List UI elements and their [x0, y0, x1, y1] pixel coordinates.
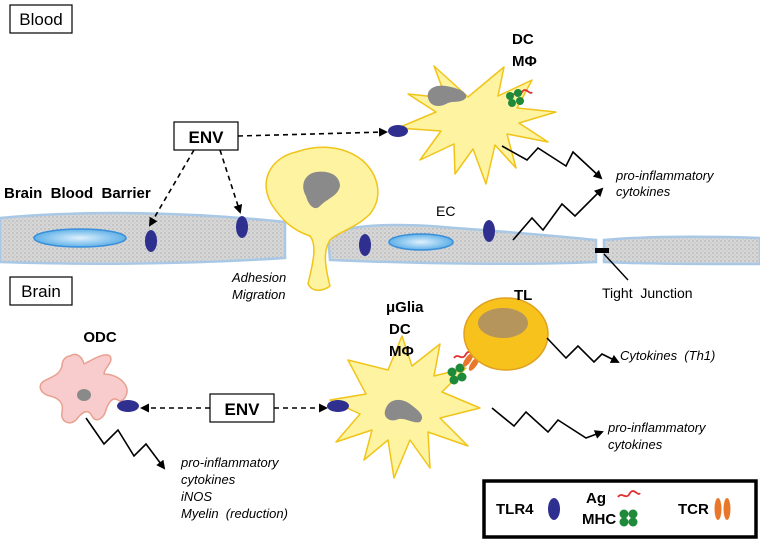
cytokines-mid-line1: pro-inflammatory [607, 420, 707, 435]
bbb-label: Brain Blood Barrier [4, 185, 151, 202]
cytokines-top-line2: cytokines [616, 184, 671, 199]
odc-cell: ODC [39, 329, 139, 424]
ec-nucleus-left [33, 228, 127, 248]
env-top-label: ENV [189, 128, 225, 147]
top-dc-macrophage-cell: DC MΦ [397, 31, 557, 185]
legend: TLR4 Ag MHC TCR [482, 479, 758, 539]
adhesion-label: Adhesion [231, 270, 286, 285]
odc-cytokines-line2: cytokines [181, 472, 236, 487]
env-bottom-box: ENV [209, 393, 275, 423]
tlr4-receptor [117, 400, 139, 412]
glia-label-mphi: MΦ [389, 343, 414, 360]
legend-ag-icon [617, 490, 641, 498]
odc-zigzag-arrow [85, 417, 166, 470]
tl-cytokines-label: Cytokines (Th1) [620, 348, 715, 363]
legend-tcr-icon [714, 498, 731, 520]
legend-mhc-label: MHC [582, 511, 616, 528]
t-lymphocyte: TL [463, 287, 549, 371]
brain-label: Brain [21, 282, 61, 301]
glia-label-microglia: μGlia [386, 299, 424, 316]
tlr4-receptor [359, 234, 371, 256]
tlr4-receptors [145, 125, 495, 256]
top-cell-dc-label: DC [512, 31, 534, 48]
cytokine-zigzags-top [501, 145, 604, 241]
odc-myelin: Myelin (reduction) [181, 506, 288, 521]
glia-label-dc: DC [389, 321, 411, 338]
legend-tcr-label: TCR [678, 501, 709, 518]
env-bottom-label: ENV [225, 400, 261, 419]
tight-junction-label: Tight Junction [602, 285, 693, 301]
tlr4-receptor [145, 230, 157, 252]
legend-mhc-icon [619, 509, 638, 527]
env-top-arrows [148, 127, 388, 227]
microglia-cell: μGlia DC MΦ [327, 299, 481, 479]
odc-cytokines-line1: pro-inflammatory [180, 455, 280, 470]
legend-tlr4-label: TLR4 [496, 501, 534, 518]
migrating-leukocyte [265, 146, 379, 291]
tl-label: TL [514, 287, 532, 304]
legend-tlr4-icon [548, 498, 560, 520]
ec-nucleus-right [388, 233, 454, 251]
migration-label: Migration [232, 287, 285, 302]
tlr4-receptor [327, 400, 349, 412]
cytokines-top-line1: pro-inflammatory [615, 168, 715, 183]
tlr4-receptor [236, 216, 248, 238]
top-cell-mphi-label: MΦ [512, 53, 537, 70]
ec-label: EC [436, 203, 455, 219]
blood-region-box: Blood [9, 4, 73, 34]
glia-zigzag-arrow [491, 407, 604, 439]
brain-region-box: Brain [9, 276, 73, 306]
tight-junction-pointer [603, 253, 629, 281]
tight-junction-mark [595, 248, 609, 253]
legend-ag-label: Ag [586, 490, 606, 507]
tlr4-receptor [483, 220, 495, 242]
env-top-box: ENV [173, 121, 239, 151]
brain-blood-barrier [0, 211, 760, 266]
blood-label: Blood [19, 10, 62, 29]
odc-label: ODC [83, 329, 117, 346]
tlr4-receptor [388, 125, 408, 137]
cytokines-mid-line2: cytokines [608, 437, 663, 452]
odc-inos: iNOS [181, 489, 212, 504]
tl-zigzag-arrow [546, 337, 620, 364]
